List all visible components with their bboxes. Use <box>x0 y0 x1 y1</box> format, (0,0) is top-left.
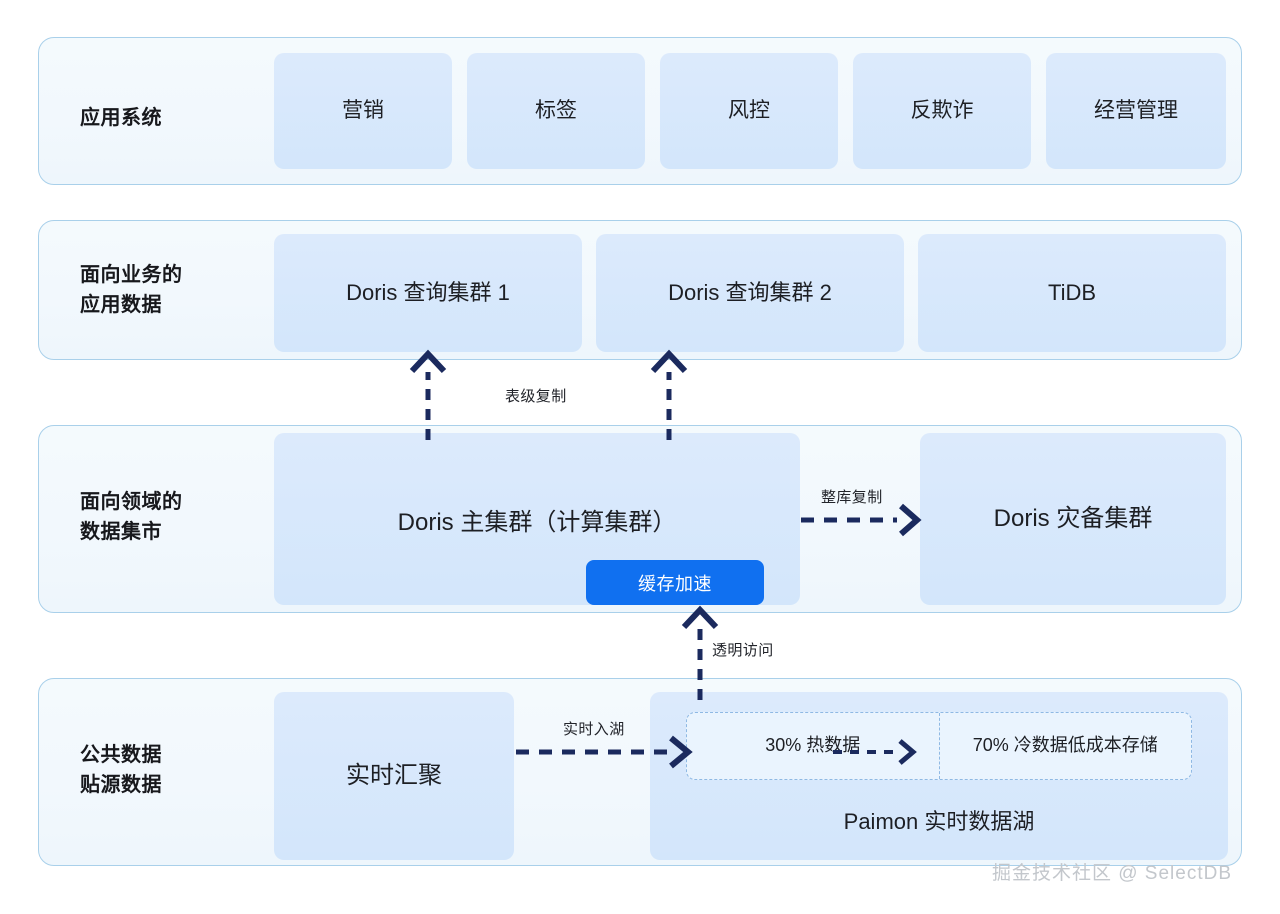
badge-label: 缓存加速 <box>638 573 712 594</box>
band-label-domain-data-mart: 面向领域的 数据集市 <box>80 491 183 543</box>
tile-doris-query-cluster-1[interactable]: Doris 查询集群 1 <box>274 234 582 352</box>
tile-business-management[interactable]: 经营管理 <box>1046 53 1226 169</box>
lake-title: Paimon 实时数据湖 <box>843 809 1035 834</box>
band-label-business-application-data: 面向业务的 应用数据 <box>80 264 183 316</box>
tile-label: 标签 <box>535 99 577 123</box>
tile-tidb[interactable]: TiDB <box>918 234 1226 352</box>
watermark: 掘金技术社区 @ SelectDB <box>991 863 1232 884</box>
tile-label: Doris 灾备集群 <box>993 505 1153 533</box>
connector-label-table-level-replication: 表级复制 <box>505 388 567 405</box>
badge-cache-acceleration[interactable]: 缓存加速 <box>586 560 764 605</box>
lake-segment-label: 30% 热数据 <box>765 735 861 756</box>
tile-marketing[interactable]: 营销 <box>274 53 452 169</box>
band-label-application-systems: 应用系统 <box>80 107 162 129</box>
tile-label: Doris 主集群（计算集群） <box>397 509 677 536</box>
tile-realtime-aggregation[interactable]: 实时汇聚 <box>274 692 514 860</box>
tile-label: Doris 查询集群 1 <box>346 279 510 305</box>
connector-label-whole-database-replication: 整库复制 <box>821 489 883 506</box>
tile-doris-query-cluster-2[interactable]: Doris 查询集群 2 <box>596 234 904 352</box>
lake-segment-cold: 70% 冷数据低成本存储 <box>940 713 1192 779</box>
band-label-public-source-data: 公共数据 贴源数据 <box>80 744 162 796</box>
lake-tier-panel: 30% 热数据 70% 冷数据低成本存储 <box>686 712 1192 780</box>
tile-label: 风控 <box>728 99 770 123</box>
tile-label: 经营管理 <box>1094 99 1178 123</box>
lake-segment-label: 70% 冷数据低成本存储 <box>972 735 1158 756</box>
tile-label: Doris 查询集群 2 <box>668 279 832 305</box>
tile-label: 反欺诈 <box>910 99 974 123</box>
tile-doris-disaster-recovery-cluster[interactable]: Doris 灾备集群 <box>920 433 1226 605</box>
tile-paimon-lake[interactable]: 30% 热数据 70% 冷数据低成本存储 Paimon 实时数据湖 <box>650 692 1228 860</box>
connector-label-transparent-access: 透明访问 <box>712 642 774 659</box>
tile-label: 实时汇聚 <box>346 762 442 790</box>
tile-risk-control[interactable]: 风控 <box>660 53 838 169</box>
tile-label: TiDB <box>1047 279 1097 305</box>
connector-label-realtime-ingest: 实时入湖 <box>563 721 625 738</box>
lake-segment-hot: 30% 热数据 <box>687 713 940 779</box>
tile-tagging[interactable]: 标签 <box>467 53 645 169</box>
tile-label: 营销 <box>342 99 384 123</box>
tile-anti-fraud[interactable]: 反欺诈 <box>853 53 1031 169</box>
